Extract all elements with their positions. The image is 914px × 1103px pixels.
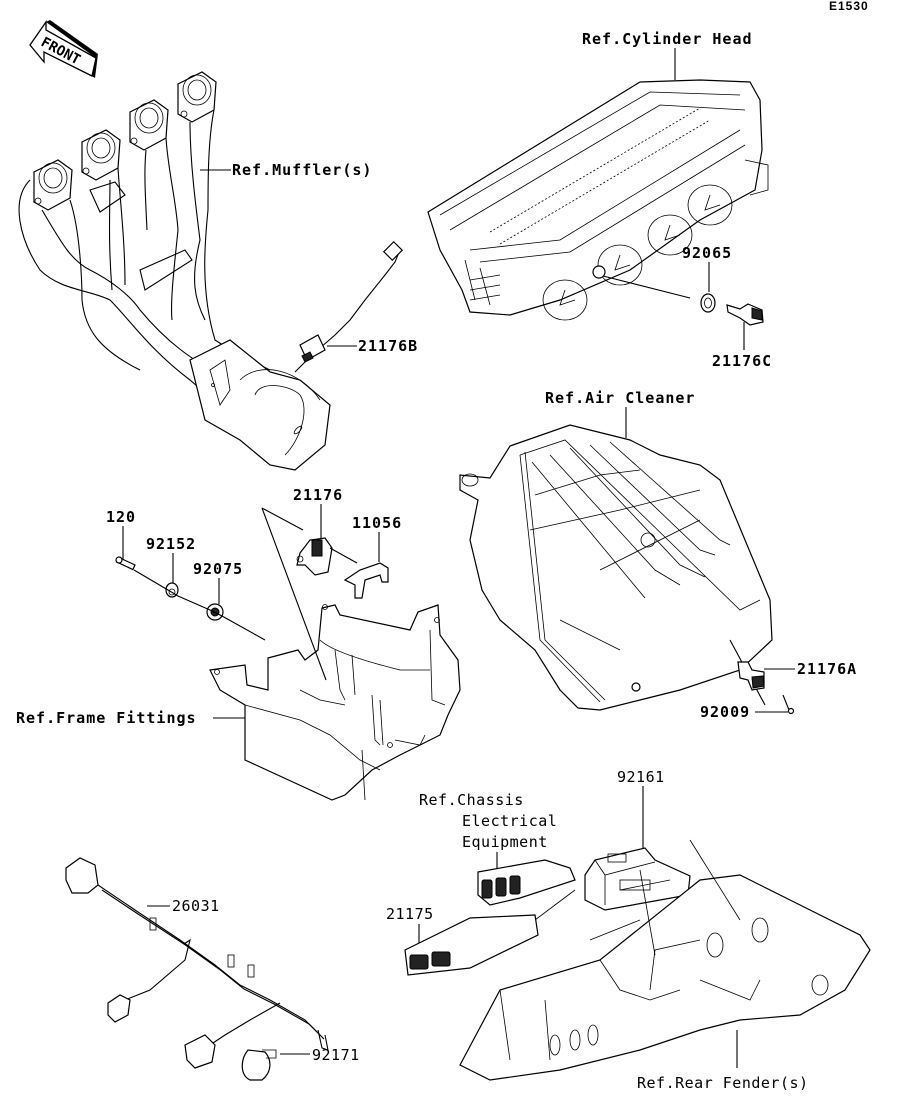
washer-92065[interactable]: [700, 293, 716, 313]
leader-sensor-port: [602, 275, 691, 299]
leader-mounting-axis: [133, 569, 266, 641]
ref-air-cleaner-label[interactable]: Ref.Air Cleaner: [545, 389, 695, 407]
clamp-92171[interactable]: [241, 1049, 277, 1081]
pressure-sensor-21176[interactable]: [296, 537, 333, 576]
screw-92009[interactable]: [782, 694, 795, 715]
exhaust-header-drawing: [18, 71, 331, 471]
part-number-92161[interactable]: 92161: [617, 768, 665, 786]
leader-21176-a: [261, 507, 304, 531]
part-number-21176a[interactable]: 21176A: [797, 660, 857, 678]
ref-cylinder-head-label[interactable]: Ref.Cylinder Head: [582, 30, 753, 48]
air-cleaner-drawing: [459, 424, 773, 711]
part-number-120[interactable]: 120: [106, 508, 136, 526]
intake-air-temp-sensor-21176a[interactable]: [729, 639, 766, 706]
part-number-92171[interactable]: 92171: [312, 1046, 360, 1064]
ref-chassis-label-line1[interactable]: Ref.Chassis: [419, 791, 524, 809]
part-number-21176[interactable]: 21176: [293, 486, 343, 504]
part-number-92009[interactable]: 92009: [700, 703, 750, 721]
part-number-21176c[interactable]: 21176C: [712, 352, 772, 370]
ref-rear-fender-label[interactable]: Ref.Rear Fender(s): [637, 1074, 809, 1092]
part-number-26031[interactable]: 26031: [172, 897, 220, 915]
part-number-92065[interactable]: 92065: [682, 244, 732, 262]
temperature-sensor-21176c[interactable]: [726, 303, 764, 326]
oxygen-sensor-21176b[interactable]: [294, 240, 404, 373]
frame-fittings-tray-drawing: [209, 604, 461, 801]
part-number-92152[interactable]: 92152: [146, 535, 196, 553]
collar-92152[interactable]: [165, 582, 179, 598]
chassis-electrical-unit-drawing: [477, 859, 576, 921]
cover-92161[interactable]: [584, 847, 691, 911]
leader-21176-bracket: [329, 547, 358, 564]
part-number-11056[interactable]: 11056: [352, 514, 402, 532]
part-number-92075[interactable]: 92075: [193, 560, 243, 578]
ref-chassis-label-line3[interactable]: Equipment: [462, 833, 548, 851]
rear-fender-drawing: [459, 839, 871, 1081]
front-arrow-icon: FRONT: [29, 19, 98, 78]
ref-mufflers-label[interactable]: Ref.Muffler(s): [232, 161, 372, 179]
leader-21176-b: [261, 507, 327, 681]
ecu-21175[interactable]: [404, 914, 539, 976]
bracket-11056[interactable]: [343, 562, 389, 599]
ref-frame-fittings-label[interactable]: Ref.Frame Fittings: [16, 709, 197, 727]
ref-chassis-label-line2[interactable]: Electrical: [462, 812, 557, 830]
wiring-harness-26031[interactable]: [65, 857, 329, 1069]
bolt-120[interactable]: [115, 556, 136, 571]
diagram-code: E1530: [829, 0, 869, 13]
part-number-21176b[interactable]: 21176B: [358, 337, 418, 355]
cylinder-head-drawing: [427, 79, 769, 321]
part-number-21175[interactable]: 21175: [386, 905, 434, 923]
